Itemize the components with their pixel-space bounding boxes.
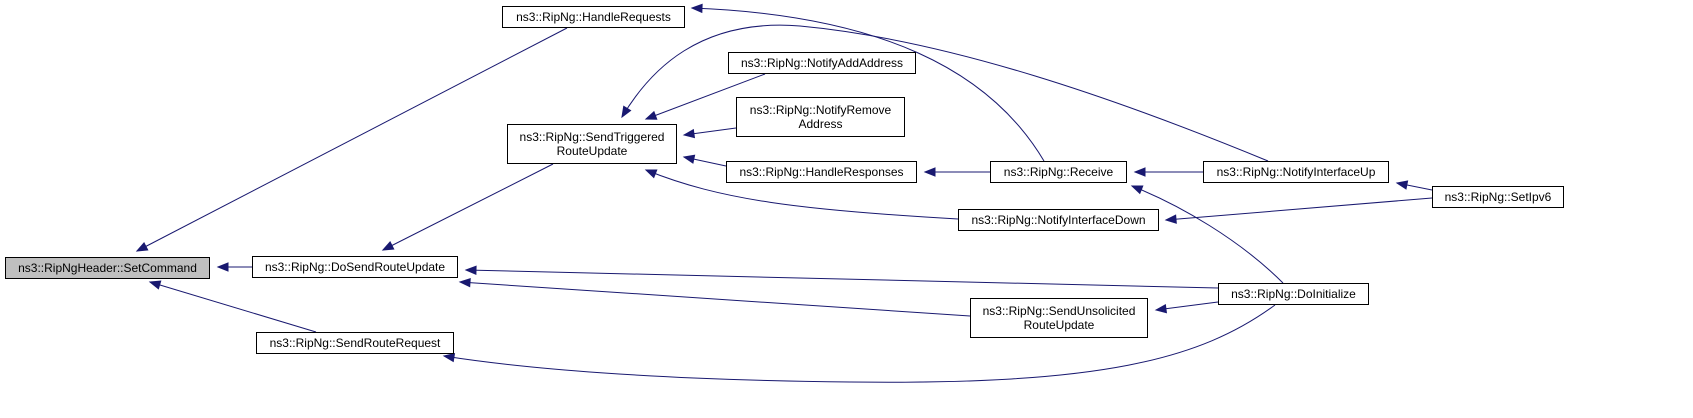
node-label: ns3::RipNg::SetIpv6 — [1444, 190, 1552, 204]
arrowhead — [621, 105, 632, 119]
edge-notifyifup-to-receive — [1133, 167, 1203, 177]
arrowhead — [644, 110, 658, 120]
arrowhead — [1164, 214, 1177, 224]
node-dosendrouteupdate[interactable]: ns3::RipNg::DoSendRouteUpdate — [252, 256, 458, 278]
node-label: ns3::RipNg::DoSendRouteUpdate — [264, 260, 446, 274]
edge-setipv6-to-notifyifup — [1395, 180, 1433, 191]
node-notifyremoveaddress[interactable]: ns3::RipNg::NotifyRemove Address — [736, 97, 905, 137]
arrowhead — [148, 280, 162, 290]
arrowhead — [442, 352, 456, 363]
edge-notifyifup-to-sendtriggered — [621, 24, 1269, 162]
node-label: ns3::RipNg::NotifyAddAddress — [740, 56, 904, 70]
arrowhead — [1130, 185, 1144, 195]
node-notifyinterfacedown[interactable]: ns3::RipNg::NotifyInterfaceDown — [958, 209, 1159, 231]
node-label-line2: Address — [798, 117, 843, 131]
edge-line — [691, 7, 1045, 162]
node-label: ns3::RipNg::NotifyInterfaceUp — [1216, 165, 1376, 179]
arrowhead — [1395, 180, 1409, 190]
edge-sendunsolicited-to-doSendRouteUpdate — [458, 277, 971, 317]
node-notifyaddaddress[interactable]: ns3::RipNg::NotifyAddAddress — [728, 52, 916, 74]
node-sendtriggeredrouteupdate[interactable]: ns3::RipNg::SendTriggered RouteUpdate — [507, 124, 677, 164]
edge-notifyifdown-to-sendtriggered — [644, 169, 959, 220]
node-setipv6[interactable]: ns3::RipNg::SetIpv6 — [1432, 186, 1564, 208]
arrowhead — [1133, 167, 1146, 177]
node-label: ns3::RipNg::NotifyInterfaceDown — [971, 213, 1146, 227]
arrowhead — [464, 265, 477, 275]
node-ripngheader-setcommand: ns3::RipNgHeader::SetCommand — [5, 257, 210, 279]
arrowhead — [135, 241, 149, 252]
node-receive[interactable]: ns3::RipNg::Receive — [990, 161, 1127, 183]
node-doinitialize[interactable]: ns3::RipNg::DoInitialize — [1218, 283, 1369, 305]
edge-doinitialize-to-sendroutereq — [442, 304, 1276, 383]
arrowhead — [690, 3, 703, 14]
node-label: ns3::RipNg::HandleRequests — [516, 10, 671, 24]
edge-notifyaddaddress-to-sendtriggered — [644, 73, 766, 120]
edge-line — [1131, 185, 1284, 284]
node-label: ns3::RipNgHeader::SetCommand — [18, 261, 197, 275]
edge-setipv6-to-notifyifdown — [1164, 197, 1433, 224]
node-label: ns3::RipNg::DoInitialize — [1231, 287, 1356, 301]
node-label: ns3::RipNg::SendRouteRequest — [269, 336, 441, 350]
edge-doinitialize-to-doSendRouteUpdate — [464, 265, 1219, 289]
arrowhead — [216, 262, 229, 272]
node-label-line1: ns3::RipNg::SendTriggered — [519, 130, 665, 144]
arrowhead — [682, 154, 696, 164]
node-sendunsolicitedrouteupdate[interactable]: ns3::RipNg::SendUnsolicited RouteUpdate — [970, 298, 1148, 338]
edge-doinitialize-to-receive — [1130, 185, 1284, 284]
arrowhead — [458, 277, 471, 288]
edge-line — [382, 163, 554, 251]
node-label-line1: ns3::RipNg::SendUnsolicited — [982, 304, 1136, 318]
arrowhead — [1154, 303, 1168, 314]
node-label: ns3::RipNg::Receive — [1003, 165, 1114, 179]
edge-receive-to-handleresponses — [923, 167, 990, 177]
node-label: ns3::RipNg::HandleResponses — [739, 165, 904, 179]
node-label-line2: RouteUpdate — [556, 144, 628, 158]
node-label-line2: RouteUpdate — [1023, 318, 1095, 332]
edge-line — [149, 281, 317, 333]
edge-line — [443, 304, 1276, 383]
arrowhead — [644, 169, 658, 179]
edge-doinitialize-to-sendunsolicited — [1154, 301, 1219, 314]
edge-layer — [135, 3, 1433, 383]
edge-line — [645, 169, 959, 220]
edge-line — [465, 269, 1219, 289]
node-sendrouterequest[interactable]: ns3::RipNg::SendRouteRequest — [256, 332, 454, 354]
edge-handleresponses-to-sendtriggered — [682, 154, 727, 167]
node-label-line1: ns3::RipNg::NotifyRemove — [749, 103, 892, 117]
edge-notifyremove-to-sendtriggered — [682, 127, 737, 139]
arrowhead — [923, 167, 936, 177]
edge-line — [136, 27, 568, 252]
edge-handlerequests-to-setcommand — [135, 27, 568, 252]
edge-line — [621, 24, 1269, 162]
arrowhead — [682, 128, 696, 139]
edge-line — [1165, 197, 1433, 221]
edge-receive-to-handlerequests — [690, 3, 1045, 162]
arrowhead — [381, 241, 395, 251]
edge-sendtriggered-to-doSendRouteUpdate — [381, 163, 554, 251]
node-handlerequests[interactable]: ns3::RipNg::HandleRequests — [502, 6, 685, 28]
edge-doSendRouteUpdate-to-setcommand — [216, 262, 252, 272]
edge-line — [459, 281, 971, 317]
edge-line — [645, 73, 766, 120]
node-handleresponses[interactable]: ns3::RipNg::HandleResponses — [726, 161, 917, 183]
node-notifyinterfaceup[interactable]: ns3::RipNg::NotifyInterfaceUp — [1203, 161, 1389, 183]
edge-sendroutereq-to-setcommand — [148, 280, 317, 333]
